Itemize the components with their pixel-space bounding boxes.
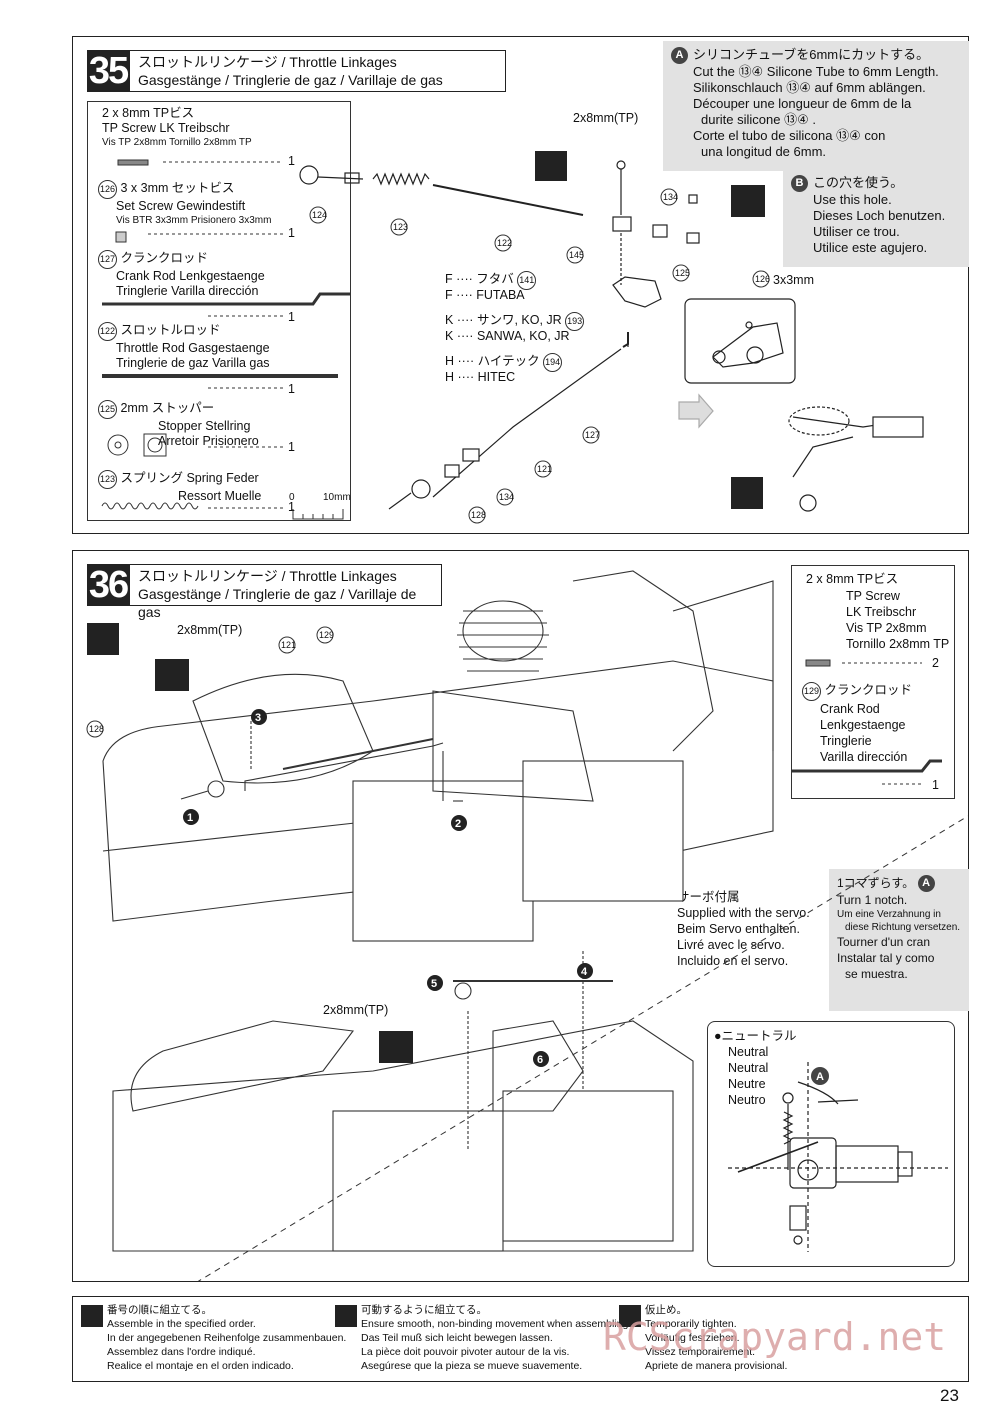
watermark: RCScrapyard.net (603, 1315, 947, 1359)
step-title: スロットルリンケージ / Throttle Linkages Gasgestän… (129, 50, 506, 92)
smooth-movement-icon (155, 659, 189, 691)
callout-126: 126 (755, 274, 770, 284)
callout-129: 129 (319, 630, 334, 640)
smooth-movement-icon (335, 1305, 357, 1327)
temp-tighten-icon (619, 1305, 641, 1327)
step-number: 35 (87, 49, 129, 92)
callout-128: 128 (471, 510, 486, 520)
step-36-panel: 36 スロットルリンケージ / Throttle Linkages Gasges… (72, 550, 969, 1282)
legend-order: 番号の順に組立てる。Assemble in the specified orde… (107, 1304, 347, 1372)
assembly-order-icon (81, 1305, 103, 1327)
title-jp: スロットルリンケージ / Throttle Linkages (138, 54, 397, 70)
callout-125: 125 (675, 268, 690, 278)
legend-temp: 仮止め。Temporarily tighten.Vorläufig festzi… (645, 1304, 788, 1372)
callout-121: 121 (537, 464, 552, 474)
part-qty: 1 (288, 382, 295, 396)
part-qty: 1 (288, 500, 295, 514)
screw-label: 2x8mm(TP) (573, 111, 639, 125)
step-35-panel: 35 スロットルリンケージ / Throttle Linkages Gasges… (72, 36, 969, 534)
screw-label: 2x8mm(TP) (323, 1003, 389, 1017)
legend-bar: 番号の順に組立てる。Assemble in the specified orde… (72, 1296, 969, 1382)
step-order-markers: 1 2 3 4 5 6 (183, 709, 593, 1067)
scale-zero: 0 (289, 492, 295, 503)
part-qty: 1 (288, 310, 295, 324)
title-jp: スロットルリンケージ / Throttle Linkages (138, 568, 397, 584)
scale-10mm: 10mm (323, 492, 351, 503)
setscrew-label: 3x3mm (773, 273, 814, 287)
legend-smooth: 可動するように組立てる。Ensure smooth, non-binding m… (361, 1304, 632, 1372)
step-marker-1: 1 (187, 812, 193, 824)
callout-145: 145 (569, 250, 584, 260)
part-qty: 1 (932, 778, 939, 792)
step-marker-4: 4 (581, 966, 588, 978)
step-35-diagram: 124 123 122 145 134 125 126 127 121 134 … (299, 160, 924, 524)
smooth-movement-icon (535, 151, 567, 181)
step-marker-3: 3 (255, 712, 261, 724)
part-qty: 1 (288, 440, 295, 454)
parts-drawings (101, 159, 350, 510)
smooth-movement-icon (379, 1031, 413, 1063)
step-36-diagram: 128 121 129 1 2 3 4 5 6 (86, 570, 968, 1281)
step-title: スロットルリンケージ / Throttle Linkages Gasgestän… (129, 564, 442, 620)
callout-127: 127 (585, 430, 600, 440)
step-number: 36 (87, 563, 129, 606)
callout-numbers: 124 123 122 145 134 125 126 127 121 134 … (309, 188, 770, 524)
part-qty: 1 (288, 226, 295, 240)
callout-128: 128 (89, 724, 104, 734)
step-marker-2: 2 (455, 818, 461, 830)
part-set-screw: 126 3 x 3mm セットビス Set Screw Gewindestift… (98, 180, 272, 226)
callout-124: 124 (312, 210, 327, 220)
smooth-movement-icon (731, 477, 763, 509)
title-lang: Gasgestänge / Tringlerie de gaz / Varill… (138, 72, 443, 88)
part-qty: 2 (932, 656, 939, 670)
callout-122: 122 (497, 238, 512, 248)
part-spring: 123 スプリング Spring Feder Ressort Muelle (98, 470, 262, 503)
svg-text:A: A (816, 1071, 824, 1083)
assembly-order-icon (87, 623, 119, 655)
title-lang: Gasgestänge / Tringlerie de gaz / Varill… (138, 586, 417, 620)
callout-numbers: 128 121 129 (86, 626, 334, 738)
callout-134: 134 (663, 192, 678, 202)
notch-note: 1コマずらす。 A Turn 1 notch. Um eine Verzahnu… (829, 869, 969, 1011)
screw-label: 2x8mm(TP) (177, 623, 243, 637)
page-number: 23 (940, 1386, 959, 1405)
part-qty: 1 (288, 154, 295, 168)
step-marker-5: 5 (431, 978, 437, 990)
callout-123: 123 (393, 222, 408, 232)
neutral-inset: ●ニュートラル Neutral Neutral Neutre Neutro A (707, 1021, 955, 1267)
callout-121: 121 (281, 640, 296, 650)
step-marker-6: 6 (537, 1054, 543, 1066)
temp-tighten-icon (731, 185, 765, 217)
scale-ruler (292, 509, 344, 520)
callout-134b: 134 (499, 492, 514, 502)
